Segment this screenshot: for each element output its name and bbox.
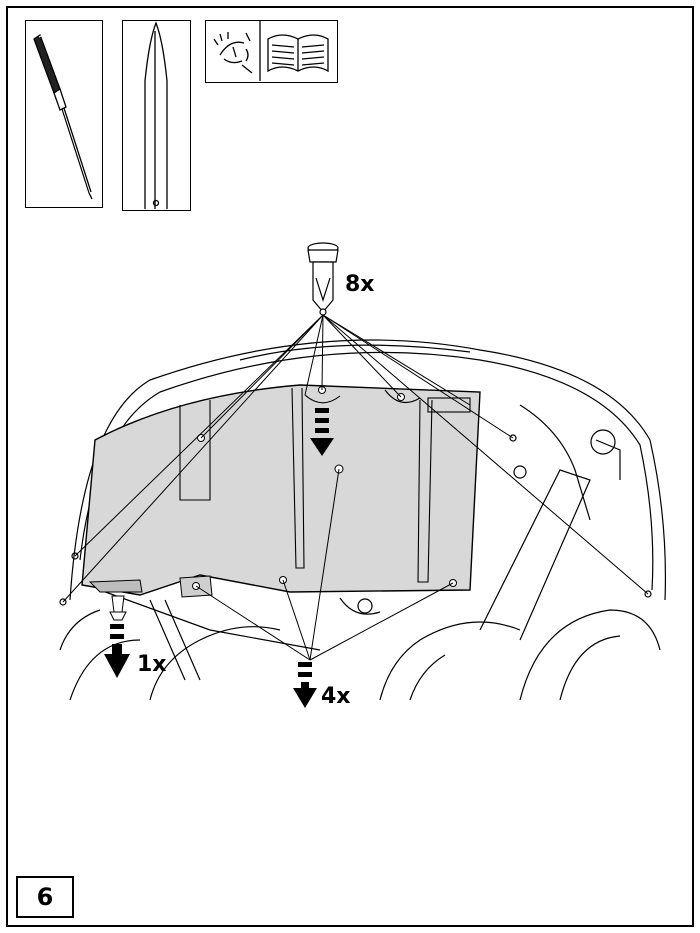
info-icons-box [205,20,338,83]
left-clip-icon [109,595,127,621]
trim-tool-box [122,20,191,211]
bottom-screws-quantity: 4x [321,684,351,709]
step-number-box: 6 [16,876,74,918]
clip-leader-lines [62,314,649,661]
remove-arrow-bottom [293,662,317,708]
vehicle-body-outline [59,339,667,701]
trim-tool-icon [144,21,168,209]
step-number: 6 [36,883,54,911]
screwdriver-icon [33,34,93,200]
eye-icon [213,32,253,74]
top-clips-quantity: 8x [345,272,375,297]
screwdriver-tool-box [25,20,103,208]
info-icons-svg [213,21,329,81]
page-frame [6,6,694,927]
left-clip-quantity: 1x [137,652,167,677]
remove-arrow-center [310,408,334,456]
push-clip-icon [307,242,339,316]
remove-arrow-left [104,624,130,678]
manual-book-icon [267,34,329,73]
